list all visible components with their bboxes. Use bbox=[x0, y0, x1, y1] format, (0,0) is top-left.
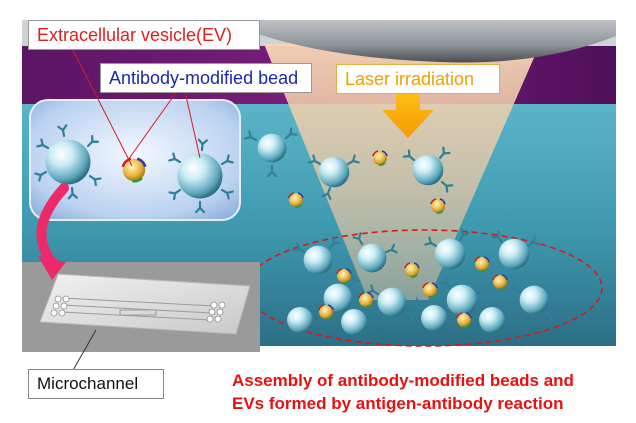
ev bbox=[422, 282, 438, 298]
ev-leader-line bbox=[69, 43, 133, 167]
ev-label: Extracellular vesicle(EV) bbox=[28, 20, 260, 50]
caption: Assembly of antibody-modified beads and … bbox=[232, 369, 632, 415]
bead-leader-line-1 bbox=[127, 86, 181, 161]
microchip-photo bbox=[22, 262, 260, 373]
laser-label: Laser irradiation bbox=[336, 64, 500, 94]
chip-channels bbox=[61, 297, 215, 321]
leader-lines bbox=[69, 43, 201, 167]
bead-leader-line-2 bbox=[183, 86, 201, 159]
ev bbox=[318, 304, 334, 320]
caption-line-1: Assembly of antibody-modified beads and bbox=[232, 371, 574, 390]
chip-ports bbox=[50, 295, 226, 323]
ev bbox=[474, 256, 490, 272]
microchannel-leader-line bbox=[71, 329, 97, 373]
ev bbox=[336, 268, 352, 284]
microchannel-label: Microchannel bbox=[28, 369, 164, 399]
laser-cone bbox=[264, 44, 540, 300]
ev bbox=[288, 192, 304, 208]
ev bbox=[492, 274, 508, 290]
curved-arrow-icon bbox=[36, 183, 69, 280]
inset-panel bbox=[29, 99, 241, 221]
ev bbox=[430, 198, 446, 214]
ev bbox=[372, 150, 388, 166]
ev bbox=[404, 262, 420, 278]
inset-ev bbox=[121, 157, 147, 183]
ev bbox=[358, 292, 374, 308]
caption-line-2: EVs formed by antigen-antibody reaction bbox=[232, 394, 564, 413]
ev bbox=[456, 312, 472, 328]
objective-lens-icon bbox=[248, 20, 616, 63]
bead-label: Antibody-modified bead bbox=[100, 63, 312, 93]
laser-arrow-icon bbox=[382, 88, 434, 138]
